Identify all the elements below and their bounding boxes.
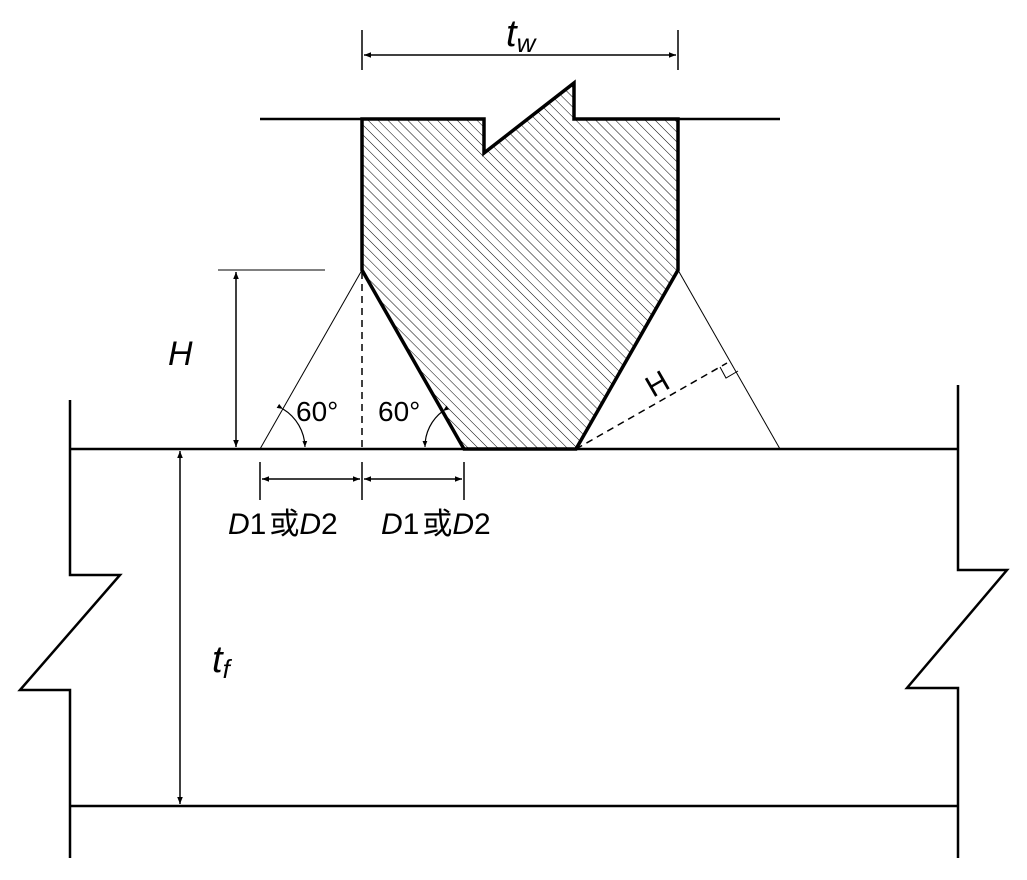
web-plate	[260, 79, 780, 451]
flange-plate	[17, 385, 1010, 858]
dimensions	[177, 30, 679, 804]
angle-right-label: 60°	[378, 396, 420, 427]
flange-left-break	[17, 400, 123, 858]
H-left-label: H	[168, 335, 193, 373]
web-hatched-section	[360, 79, 680, 451]
H-right-label: H	[640, 365, 675, 404]
right-60deg-line	[677, 269, 781, 450]
construction-lines	[218, 269, 781, 450]
right-angle-mark	[719, 366, 739, 379]
throat-dashed-line	[575, 362, 728, 450]
angle-arc-left	[276, 403, 308, 448]
angle-left-label: 60°	[296, 396, 338, 427]
tw-label: tw	[506, 13, 538, 58]
flange-right-break	[904, 385, 1010, 858]
angle-arc-right	[422, 405, 450, 448]
tf-label: tf	[212, 639, 233, 684]
